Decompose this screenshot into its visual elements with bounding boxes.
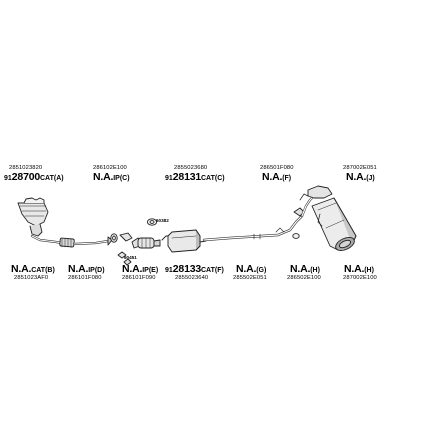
part-number-suffix: (H) [364,267,374,274]
part-number-suffix: (F) [282,175,292,182]
part-number-suffix: IP(E) [142,267,159,274]
part-code-bottom-7: 287002E100 [343,275,377,281]
part-code-bottom-6: 286502E100 [287,275,321,281]
part-number-bottom-5: N.A.(G) [236,264,266,275]
part-code-top-3: 2855023680 [174,165,208,171]
center-catalyst-part [131,237,161,249]
part-code-top-4: 286501F080 [260,165,294,171]
part-number-top-4: N.A.(F) [262,172,291,183]
intermediate-pipe-part [202,207,305,242]
part-number-main: N.A. [236,263,257,275]
part-number-top-5: N.A.(J) [346,172,375,183]
part-number-main: N.A. [93,171,114,183]
part-code-bottom-5: 285502E051 [233,275,267,281]
part-number-prefix: 91 [4,175,12,182]
part-number-bottom-7: N.A.(H) [344,264,374,275]
part-number-top-3: 9128131CAT(C) [165,172,225,183]
part-code-top-2: 286102E100 [93,165,127,171]
part-number-top-2: N.A.IP(C) [93,172,130,183]
part-number-bottom-2: N.A.IP(D) [68,264,105,275]
part-number-main: N.A. [11,263,32,275]
part-code-bottom-1: 2851023AF0 [14,275,49,281]
part-code-bottom-2: 286101F080 [68,275,102,281]
part-number-main: 28131 [172,171,201,183]
part-number-main: N.A. [290,263,311,275]
part-code-top-5: 287002E051 [343,165,377,171]
part-number-suffix: CAT(A) [40,175,64,182]
part-number-bottom-6: N.A.(H) [290,264,320,275]
part-number-main: 28700 [11,171,40,183]
part-number-suffix: CAT(B) [31,267,55,274]
part-number-main: N.A. [68,263,89,275]
rear-silencer-part [299,185,357,251]
part-code-bottom-3: 286101F090 [122,275,156,281]
small-part-tag-2: 60451 [124,255,137,260]
part-number-main: N.A. [122,263,143,275]
part-number-main: N.A. [346,171,367,183]
part-number-main: 28133 [172,263,201,275]
manifold-catalyst-part [17,197,49,237]
part-number-suffix: (G) [256,267,267,274]
front-pipe-part [30,234,113,248]
part-number-suffix: CAT(F) [201,267,224,274]
front-silencer-part [161,229,207,253]
part-code-top-1: 2851023820 [9,165,43,171]
part-number-suffix: IP(C) [113,175,130,182]
part-number-top-1: 9128700CAT(A) [4,172,64,183]
part-number-suffix: (H) [310,267,320,274]
part-number-bottom-3: N.A.IP(E) [122,264,158,275]
gasket-parts [110,218,158,266]
part-number-main: N.A. [344,263,365,275]
part-code-bottom-4: 2855023640 [175,275,209,281]
part-number-prefix: 91 [165,175,173,182]
part-number-suffix: CAT(C) [201,175,225,182]
small-part-tag-1: 60382 [156,218,169,223]
part-number-suffix: (J) [366,175,375,182]
part-number-main: N.A. [262,171,283,183]
part-number-bottom-1: N.A.CAT(B) [11,264,55,275]
part-number-bottom-4: 9128133CAT(F) [165,264,224,275]
part-number-suffix: IP(D) [88,267,105,274]
part-number-prefix: 91 [165,267,173,274]
